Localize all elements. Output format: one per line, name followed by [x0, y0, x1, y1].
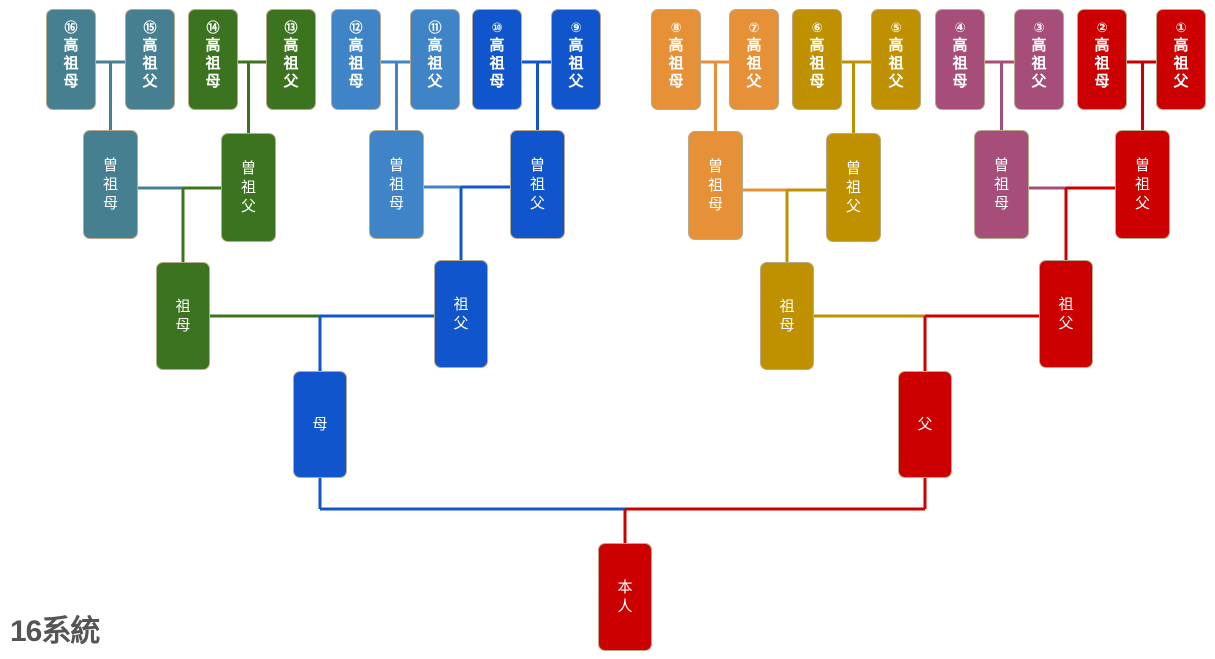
person-label: 祖母: [175, 297, 191, 334]
person-label: 曽祖父: [1134, 156, 1150, 212]
mother[interactable]: 母: [293, 371, 347, 478]
person-label: 高祖母: [1094, 36, 1110, 90]
father[interactable]: 父: [898, 371, 952, 478]
lineage-number: ③: [1033, 21, 1045, 36]
person-label: 母: [312, 415, 328, 433]
lineage-number: ①: [1175, 21, 1187, 36]
grandparent-2[interactable]: 祖母: [760, 262, 814, 370]
person-label: 高祖父: [1031, 36, 1047, 90]
lineage-number: ②: [1096, 21, 1108, 36]
great-grandparent-7[interactable]: 曽祖父: [1115, 130, 1170, 239]
person-label: 本人: [617, 578, 633, 615]
person-label: 高祖母: [489, 36, 505, 90]
person-label: 高祖父: [568, 36, 584, 90]
lineage-number: ⑦: [748, 21, 760, 36]
great-grandparent-1[interactable]: 曽祖父: [221, 133, 276, 242]
great-grandparent-4[interactable]: 曽祖母: [688, 131, 743, 240]
person-label: 祖母: [779, 297, 795, 334]
person-label: 曽祖母: [102, 156, 118, 212]
person-label: 祖父: [1058, 295, 1074, 332]
grandparent-1[interactable]: 祖父: [434, 260, 488, 368]
person-label: 祖父: [453, 295, 469, 332]
person-label: 高祖父: [142, 36, 158, 90]
person-label: 高祖母: [348, 36, 364, 90]
person-label: 曽祖母: [707, 157, 723, 213]
diagram-title: 16系統: [10, 615, 100, 648]
lineage-number: ⑧: [670, 21, 682, 36]
person-label: 高祖母: [205, 36, 221, 90]
person-label: 曽祖父: [240, 159, 256, 215]
lineage-number: ⑮: [143, 21, 157, 36]
lineage-number: ⑨: [570, 21, 582, 36]
lineage-number: ④: [954, 21, 966, 36]
person-label: 曽祖父: [845, 159, 861, 215]
person-label: 曽祖母: [993, 156, 1009, 212]
person-label: 高祖父: [283, 36, 299, 90]
person-label: 曽祖母: [388, 156, 404, 212]
lineage-number: ⑭: [206, 21, 220, 36]
person-label: 高祖父: [1173, 36, 1189, 90]
lineage-number: ⑬: [284, 21, 298, 36]
lineage-number: ⑤: [890, 21, 902, 36]
great-grandparent-6[interactable]: 曽祖母: [974, 130, 1029, 239]
lineage-number: ⑫: [349, 21, 363, 36]
person-label: 高祖父: [746, 36, 762, 90]
great-grandparent-5[interactable]: 曽祖父: [826, 133, 881, 242]
person-label: 曽祖父: [529, 156, 545, 212]
great-grandparent-3[interactable]: 曽祖父: [510, 130, 565, 239]
person-label: 高祖母: [952, 36, 968, 90]
lineage-number: ⑯: [64, 21, 78, 36]
person-label: 高祖母: [809, 36, 825, 90]
lineage-number: ⑪: [428, 21, 442, 36]
person-label: 高祖父: [427, 36, 443, 90]
grandparent-0[interactable]: 祖母: [156, 262, 210, 370]
lineage-number: ⑩: [491, 21, 503, 36]
grandparent-3[interactable]: 祖父: [1039, 260, 1093, 368]
person-label: 父: [917, 415, 933, 433]
person-label: 高祖母: [63, 36, 79, 90]
person-label: 高祖母: [668, 36, 684, 90]
great-grandparent-0[interactable]: 曽祖母: [83, 130, 138, 239]
self[interactable]: 本人: [598, 543, 652, 651]
great-grandparent-2[interactable]: 曽祖母: [369, 130, 424, 239]
person-label: 高祖父: [888, 36, 904, 90]
lineage-number: ⑥: [811, 21, 823, 36]
